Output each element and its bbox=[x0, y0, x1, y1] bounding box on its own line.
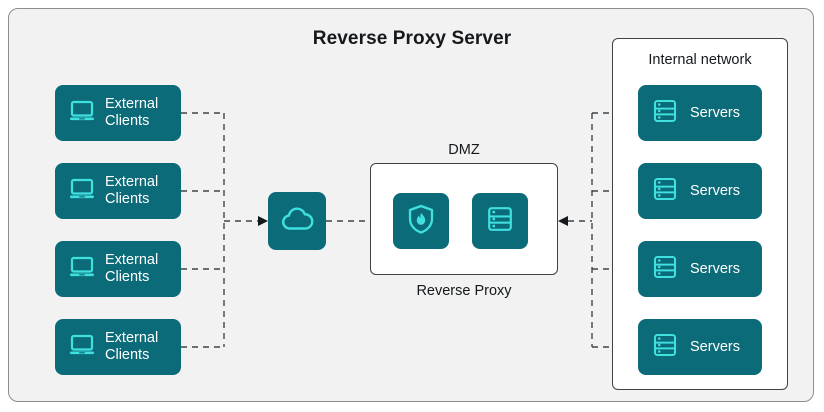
laptop-icon bbox=[69, 255, 95, 284]
proxy-server-node[interactable] bbox=[472, 193, 528, 249]
firewall-shield-icon bbox=[407, 204, 435, 239]
external-clients-label: External Clients bbox=[105, 252, 159, 285]
internal-server-node-4[interactable]: Servers bbox=[638, 319, 762, 375]
internal-network-title: Internal network bbox=[648, 52, 752, 68]
server-label: Servers bbox=[690, 338, 740, 355]
external-clients-label: External Clients bbox=[105, 330, 159, 363]
cloud-icon bbox=[280, 206, 314, 237]
laptop-icon bbox=[69, 333, 95, 362]
laptop-icon bbox=[69, 177, 95, 206]
server-label: Servers bbox=[690, 104, 740, 121]
internet-cloud-node[interactable] bbox=[268, 192, 326, 250]
server-icon bbox=[652, 176, 678, 207]
external-clients-node-3[interactable]: External Clients bbox=[55, 241, 181, 297]
server-icon bbox=[486, 205, 514, 238]
server-icon bbox=[652, 98, 678, 129]
external-clients-label: External Clients bbox=[105, 96, 159, 129]
external-clients-node-4[interactable]: External Clients bbox=[55, 319, 181, 375]
reverse-proxy-caption: Reverse Proxy bbox=[416, 283, 512, 299]
internal-server-node-1[interactable]: Servers bbox=[638, 85, 762, 141]
dmz-title: DMZ bbox=[448, 142, 480, 158]
page-title: Reverse Proxy Server bbox=[312, 28, 512, 49]
internal-server-node-3[interactable]: Servers bbox=[638, 241, 762, 297]
server-icon bbox=[652, 254, 678, 285]
server-label: Servers bbox=[690, 182, 740, 199]
external-clients-node-2[interactable]: External Clients bbox=[55, 163, 181, 219]
external-clients-node-1[interactable]: External Clients bbox=[55, 85, 181, 141]
external-clients-label: External Clients bbox=[105, 174, 159, 207]
internal-server-node-2[interactable]: Servers bbox=[638, 163, 762, 219]
firewall-node[interactable] bbox=[393, 193, 449, 249]
server-label: Servers bbox=[690, 260, 740, 277]
server-icon bbox=[652, 332, 678, 363]
laptop-icon bbox=[69, 99, 95, 128]
